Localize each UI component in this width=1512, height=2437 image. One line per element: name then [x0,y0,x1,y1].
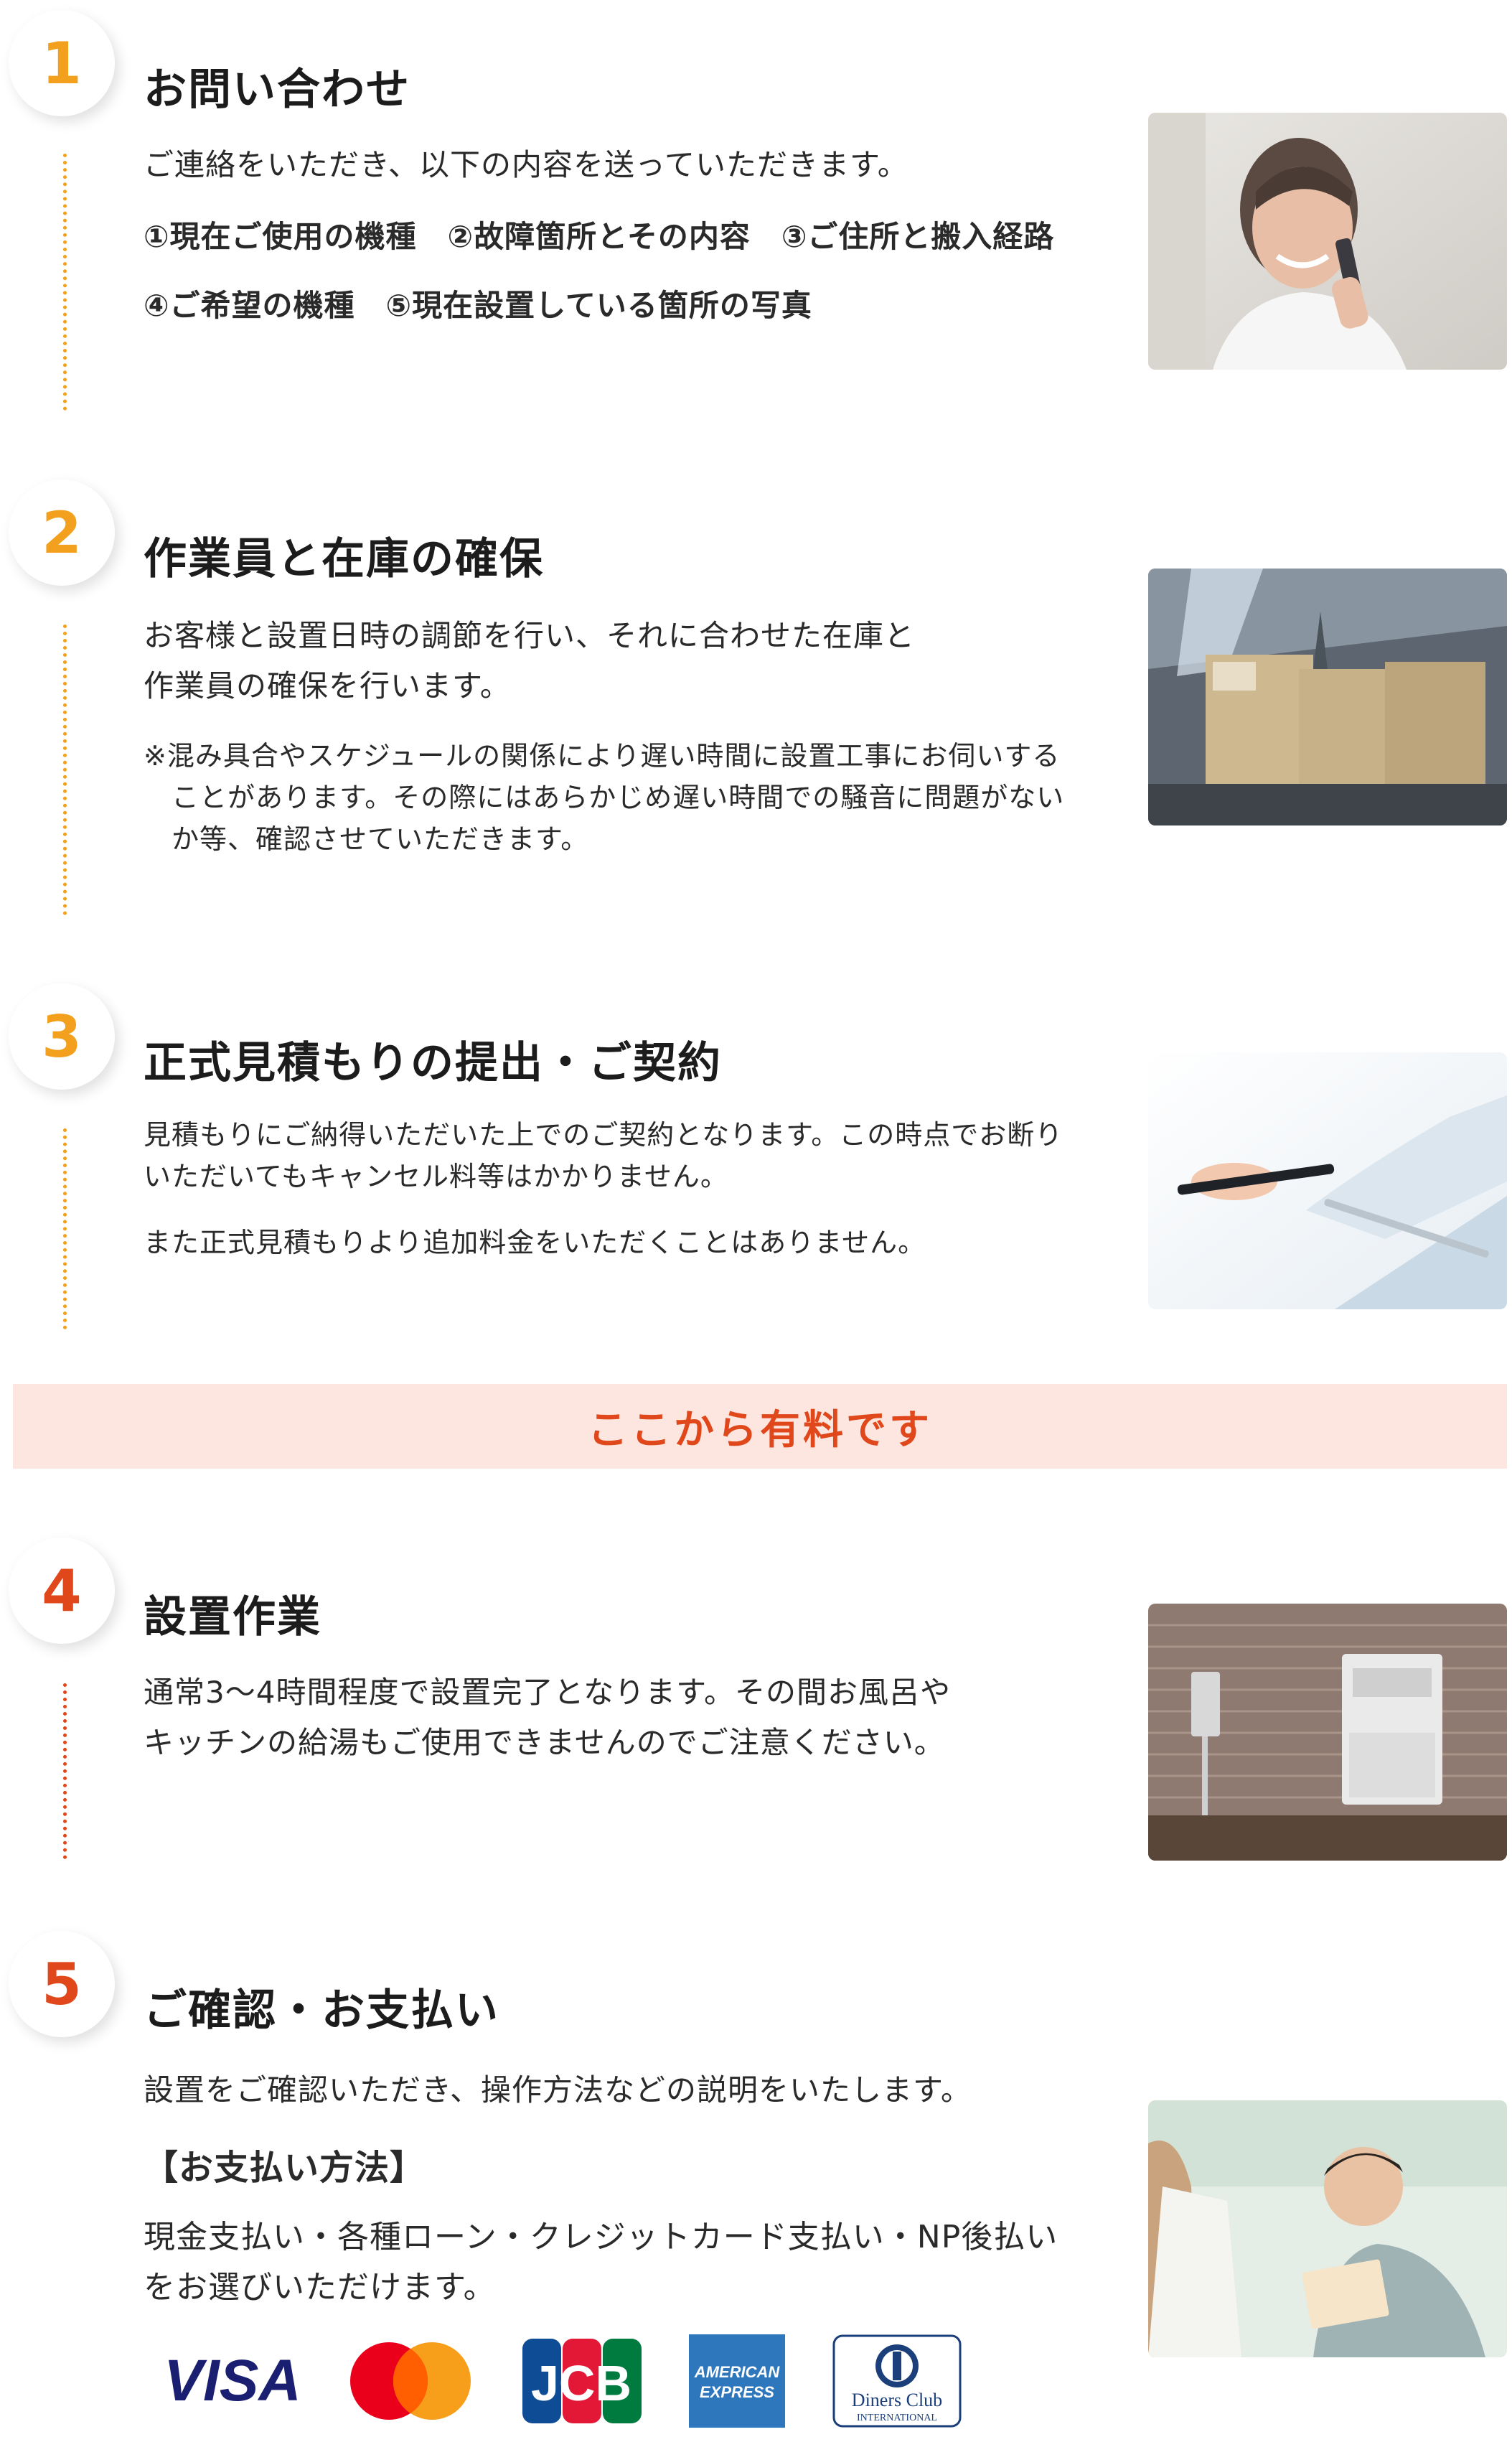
step-4-text-line-2: キッチンの給湯もご使用できませんのでご注意ください。 [144,1725,945,1760]
step-1-number: 1 [42,29,82,97]
step-3-dotted-line [63,1128,67,1329]
paid-from-here-banner: ここから有料です [13,1384,1507,1469]
step-1-dotted-line [63,154,67,411]
step-2-note-line-1: ※混み具合やスケジュールの関係により遅い時間に設置工事にお伺いする [144,740,1061,772]
step-4-number: 4 [42,1557,82,1624]
step-3-number-badge: 3 [9,983,115,1090]
step-1-title: お問い合わせ [144,65,410,115]
payment-methods-heading: 【お支払い方法】 [144,2148,426,2188]
diners-club-logo: Diners Club INTERNATIONAL [832,2334,962,2428]
step-4-title: 設置作業 [144,1592,321,1642]
payment-methods-line-2: をお選びいただけます。 [144,2269,496,2306]
step-1-text: ご連絡をいただき、以下の内容を送っていただきます。 [144,147,908,182]
step-4-dotted-line [63,1683,67,1859]
step-2-number: 2 [42,499,82,566]
step-5-photo [1148,2100,1507,2357]
step-4-number-badge: 4 [9,1538,115,1644]
amex-text-2: EXPRESS [700,2383,774,2401]
step-4-photo [1148,1604,1507,1861]
step-2-text-line-1: お客様と設置日時の調節を行い、それに合わせた在庫と [144,618,916,653]
amex-text-1: AMERICAN [694,2363,781,2381]
jcb-text: JCB [531,2355,631,2411]
step-3-text-line-3: また正式見積もりより追加料金をいただくことはありません。 [144,1227,926,1258]
diners-text-1: Diners Club [852,2390,942,2410]
payment-methods-line-1: 現金支払い・各種ローン・クレジットカード支払い・NP後払い [144,2219,1058,2255]
step-3-title: 正式見積もりの提出・ご契約 [144,1038,722,1088]
step-3-text-line-2: いただいてもキャンセル料等はかかりません。 [144,1161,728,1192]
amex-logo: AMERICAN EXPRESS [689,2334,785,2428]
visa-logo: VISA [156,2334,309,2428]
step-3-number: 3 [42,1003,82,1070]
step-2-text-line-2: 作業員の確保を行います。 [144,668,511,703]
step-5-number: 5 [42,1950,82,2018]
step-2-photo [1148,569,1507,825]
step-2-dotted-line [63,625,67,915]
step-3-photo [1148,1052,1507,1309]
visa-text: VISA [164,2348,301,2413]
step-5-number-badge: 5 [9,1931,115,2037]
step-5-title: ご確認・お支払い [144,1985,499,2036]
step-3-text-line-1: 見積もりにご納得いただいた上でのご契約となります。この時点でお断り [144,1119,1063,1151]
jcb-logo: JCB [521,2334,642,2428]
step-2-title: 作業員と在庫の確保 [144,534,544,584]
step-1-number-badge: 1 [9,10,115,116]
step-2-number-badge: 2 [9,480,115,586]
step-1-list-line-1: ①現在ご使用の機種 ②故障箇所とその内容 ③ご住所と搬入経路 [144,219,1055,254]
paid-from-here-label: ここから有料です [588,1406,932,1454]
diners-text-2: INTERNATIONAL [857,2413,937,2423]
step-5-text: 設置をご確認いただき、操作方法などの説明をいたします。 [144,2072,972,2108]
step-4-text-line-1: 通常3〜4時間程度で設置完了となります。その間お風呂や [144,1675,951,1710]
step-1-photo [1148,113,1507,370]
step-2-note-line-3: か等、確認させていただきます。 [144,823,589,855]
mastercard-logo [347,2334,474,2428]
step-1-list-line-2: ④ご希望の機種 ⑤現在設置している箇所の写真 [144,288,812,323]
step-2-note-line-2: ことがあります。その際にはあらかじめ遅い時間での騒音に問題がない [144,782,1065,813]
